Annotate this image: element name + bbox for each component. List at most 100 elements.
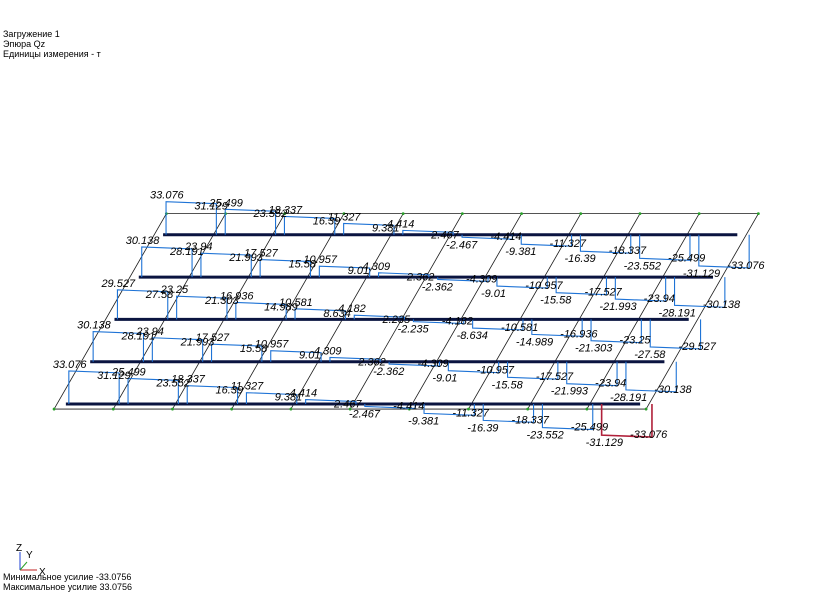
beam-layer bbox=[65, 233, 738, 406]
label-layer: 33.07631.12925.49923.55218.33716.3911.32… bbox=[53, 190, 766, 449]
qz-value-label: -10.957 bbox=[525, 280, 563, 292]
qz-diagram-segment bbox=[343, 222, 395, 235]
qz-value-label: 11.327 bbox=[328, 211, 362, 223]
qz-value-label: -4.182 bbox=[442, 316, 473, 328]
node-point bbox=[348, 407, 352, 411]
qz-value-label: 31.129 bbox=[194, 201, 228, 213]
node-point bbox=[111, 407, 115, 411]
qz-value-label: 9.381 bbox=[275, 392, 303, 404]
qz-value-label: -23.552 bbox=[624, 260, 661, 272]
qz-value-label: -2.362 bbox=[373, 366, 404, 378]
node-point bbox=[230, 407, 234, 411]
node-point bbox=[756, 212, 760, 216]
qz-diagram-segment bbox=[210, 343, 263, 362]
qz-diagram-segment bbox=[364, 404, 416, 409]
qz-value-label: 31.129 bbox=[97, 370, 131, 382]
qz-value-label: 10.957 bbox=[255, 339, 290, 351]
qz-value-label: 16.39 bbox=[313, 215, 341, 227]
qz-diagram-segment bbox=[294, 308, 346, 320]
qz-value-label: 33.076 bbox=[53, 359, 88, 371]
qz-value-label: 25.499 bbox=[208, 197, 243, 209]
qz-value-label: -11.327 bbox=[550, 238, 587, 250]
node-point bbox=[526, 407, 530, 411]
qz-value-label: 25.499 bbox=[111, 367, 146, 379]
node-point bbox=[342, 212, 346, 216]
qz-value-label: -21.993 bbox=[551, 386, 589, 398]
qz-value-label: -23.94 bbox=[595, 378, 626, 390]
qz-value-label: -27.58 bbox=[634, 349, 666, 361]
qz-diagram-segment bbox=[600, 404, 653, 438]
qz-diagram-segment bbox=[698, 234, 750, 269]
qz-value-label: -9.381 bbox=[505, 246, 536, 258]
qz-value-label: -16.39 bbox=[467, 422, 498, 434]
grid-line-transverse bbox=[231, 213, 345, 410]
qz-value-label: 11.327 bbox=[230, 381, 264, 393]
qz-value-label: 23.552 bbox=[253, 208, 288, 220]
y-axis-label: Y bbox=[26, 550, 33, 561]
qz-diagram-segment bbox=[270, 350, 322, 362]
qz-value-label: 21.303 bbox=[204, 295, 240, 307]
node-point bbox=[638, 212, 642, 216]
qz-diagram-segment bbox=[496, 277, 548, 289]
qz-value-label: -23.25 bbox=[619, 335, 651, 347]
qz-diagram-segment bbox=[482, 404, 535, 423]
qz-diagram-segment bbox=[305, 399, 357, 404]
qz-value-label: -15.58 bbox=[540, 295, 572, 307]
qz-value-label: -21.993 bbox=[599, 301, 637, 313]
qz-diagram-segment bbox=[235, 301, 287, 320]
qz-value-label: 9.01 bbox=[348, 265, 369, 277]
qz-diagram-segment bbox=[423, 404, 475, 416]
qz-value-label: 15.58 bbox=[288, 259, 316, 271]
node-point bbox=[401, 212, 405, 216]
qz-value-label: -17.527 bbox=[536, 371, 574, 383]
qz-diagram-segment bbox=[447, 361, 500, 374]
qz-value-label: 16.39 bbox=[216, 385, 244, 397]
node-point bbox=[289, 407, 293, 411]
node-point bbox=[585, 407, 589, 411]
qz-value-label: 18.337 bbox=[268, 204, 303, 216]
qz-value-label: 2.467 bbox=[333, 399, 362, 411]
qz-value-label: -4.309 bbox=[466, 273, 497, 285]
qz-value-label: -4.414 bbox=[490, 231, 521, 243]
qz-diagram-segment bbox=[127, 377, 179, 404]
qz-value-label: -17.527 bbox=[584, 287, 622, 299]
grid-line-transverse bbox=[172, 213, 286, 410]
diagram-footer: Минимальное усилие -33.0756 Максимальное… bbox=[3, 572, 132, 592]
qz-value-label: 23.94 bbox=[184, 241, 213, 253]
qz-value-label: -10.581 bbox=[501, 322, 538, 334]
qz-diagram-segment bbox=[224, 208, 277, 235]
qz-value-label: -28.191 bbox=[610, 392, 647, 404]
qz-diagram-segment bbox=[377, 272, 430, 278]
qz-value-label: 10.957 bbox=[303, 254, 338, 266]
qz-diagram-segment bbox=[318, 265, 371, 278]
qz-value-label: -31.129 bbox=[586, 437, 623, 449]
qz-diagram-segment bbox=[353, 314, 406, 320]
qz-diagram-segment bbox=[176, 295, 228, 320]
qz-value-label: -2.235 bbox=[397, 324, 429, 336]
qz-diagram-segment bbox=[116, 289, 169, 320]
qz-diagram-segment bbox=[151, 337, 204, 362]
load-case-label: Загружение 1 bbox=[3, 29, 60, 39]
qz-value-label: -2.362 bbox=[422, 281, 453, 293]
x-axis-label: X bbox=[39, 567, 46, 578]
qz-diagram-segment bbox=[186, 385, 239, 404]
qz-diagram-segment bbox=[590, 319, 642, 344]
qz-diagram-segment bbox=[259, 259, 312, 278]
y-axis-line bbox=[19, 561, 28, 571]
qz-value-label: -4.414 bbox=[393, 400, 424, 412]
qz-value-label: -31.129 bbox=[683, 268, 720, 280]
qz-value-label: -29.527 bbox=[679, 341, 717, 353]
qz-value-label: -16.39 bbox=[564, 253, 595, 265]
qz-value-label: -16.936 bbox=[560, 328, 598, 340]
qz-value-label: 16.936 bbox=[220, 290, 255, 302]
qz-value-label: -30.138 bbox=[654, 384, 692, 396]
qz-value-label: 4.309 bbox=[314, 345, 342, 357]
units-label: Единицы измерения - т bbox=[3, 49, 101, 59]
qz-value-label: 2.362 bbox=[357, 356, 386, 368]
node-point bbox=[171, 407, 174, 411]
qz-value-label: 4.414 bbox=[387, 218, 415, 230]
qz-value-label: 29.527 bbox=[100, 278, 136, 290]
qz-diagram-segment bbox=[639, 234, 691, 261]
qz-value-label: 8.634 bbox=[323, 308, 351, 320]
